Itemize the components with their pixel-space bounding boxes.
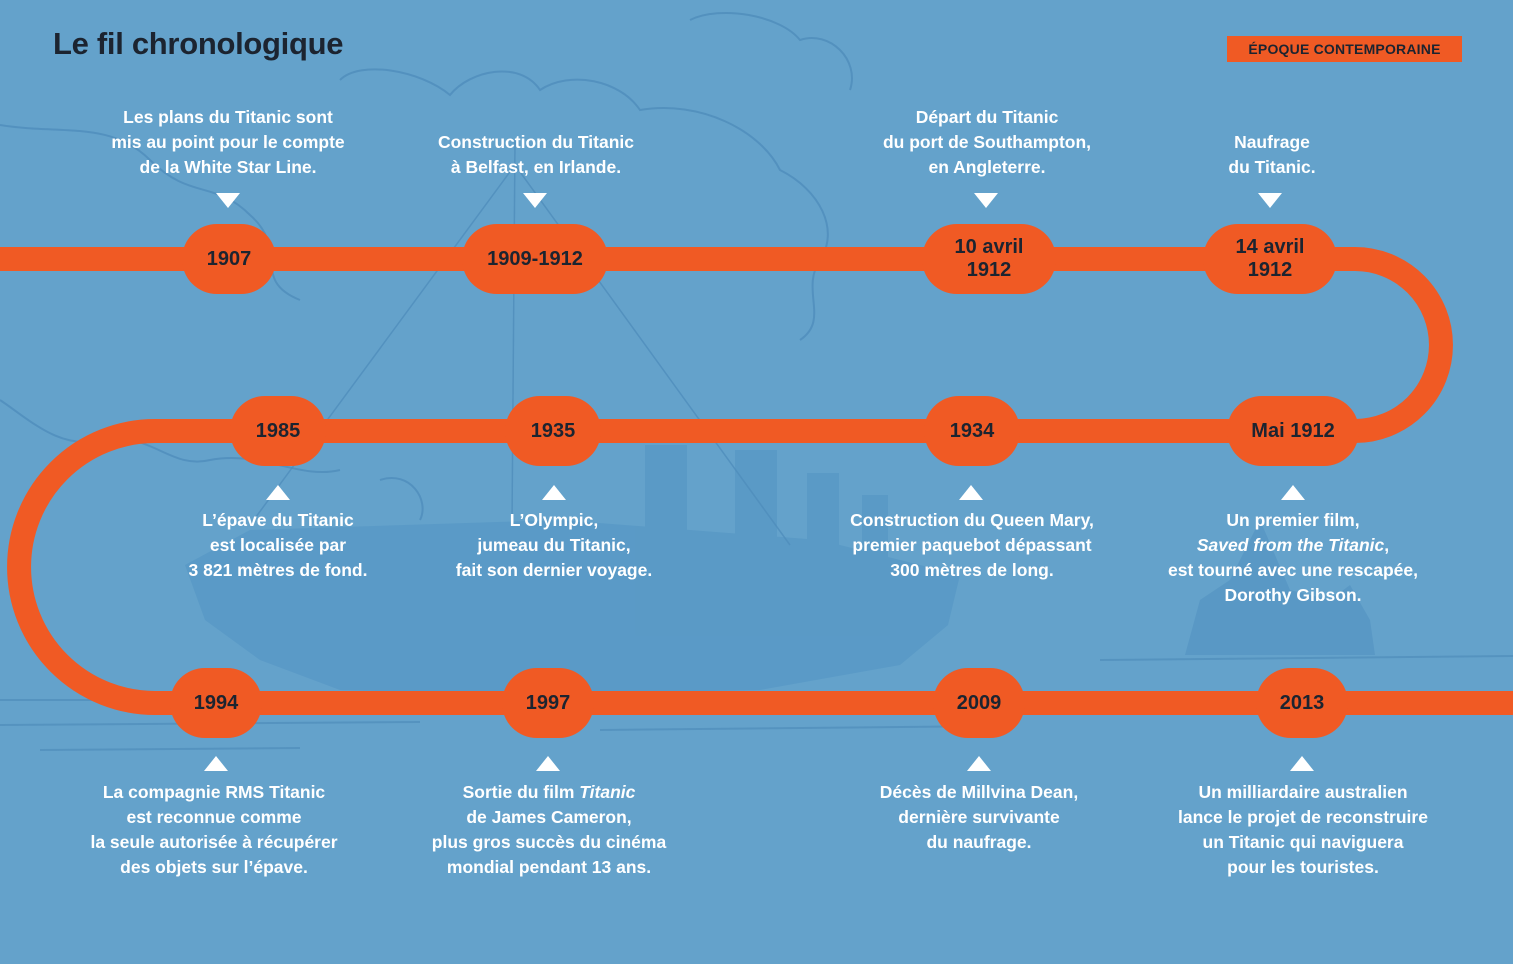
arrow-up-icon	[536, 756, 560, 771]
date-pill: Mai 1912	[1227, 396, 1359, 466]
arrow-up-icon	[1281, 485, 1305, 500]
date-pill: 1935	[505, 396, 601, 466]
arrow-up-icon	[542, 485, 566, 500]
event-caption: Construction du Titanic à Belfast, en Ir…	[437, 132, 635, 177]
arrow-down-icon	[974, 193, 998, 208]
arrow-down-icon	[1258, 193, 1282, 208]
arrow-down-icon	[523, 193, 547, 208]
era-badge: ÉPOQUE CONTEMPORAINE	[1227, 36, 1462, 62]
date-pill: 2013	[1256, 668, 1348, 738]
arrow-up-icon	[959, 485, 983, 500]
date-pill: 1994	[170, 668, 262, 738]
event-caption: Les plans du Titanic sont mis au point p…	[111, 107, 345, 177]
event-caption: Naufrage du Titanic.	[1228, 132, 1316, 177]
date-pill: 1985	[230, 396, 326, 466]
iceberg-shape	[1185, 520, 1375, 655]
date-pill: 10 avril 1912	[922, 224, 1056, 294]
event-caption: La compagnie RMS Titanic est reconnue co…	[90, 782, 338, 877]
event-caption: Un premier film,Saved from the Titanic,e…	[1168, 510, 1418, 605]
ship-shape	[185, 445, 960, 695]
date-pill: 2009	[933, 668, 1025, 738]
event-caption: L’épave du Titanic est localisée par 3 8…	[188, 510, 368, 580]
arrow-up-icon	[967, 756, 991, 771]
date-pill: 14 avril 1912	[1203, 224, 1337, 294]
ship-rigging	[249, 139, 791, 546]
event-caption: L’Olympic, jumeau du Titanic, fait son d…	[455, 510, 653, 580]
page-title: Le fil chronologique	[53, 26, 344, 61]
arrow-up-icon	[204, 756, 228, 771]
event-caption: Construction du Queen Mary, premier paqu…	[850, 510, 1094, 580]
date-pill: 1907	[182, 224, 276, 294]
arrow-up-icon	[1290, 756, 1314, 771]
event-caption: Décès de Millvina Dean, dernière surviva…	[879, 782, 1079, 852]
timeline-track	[0, 247, 1513, 715]
date-pill: 1997	[502, 668, 594, 738]
date-pill: 1909-1912	[462, 224, 608, 294]
event-caption: Départ du Titanic du port de Southampton…	[882, 107, 1092, 177]
arrow-up-icon	[266, 485, 290, 500]
date-pill: 1934	[924, 396, 1020, 466]
arrow-down-icon	[216, 193, 240, 208]
event-caption: Un milliardaire australien lance le proj…	[1178, 782, 1428, 877]
